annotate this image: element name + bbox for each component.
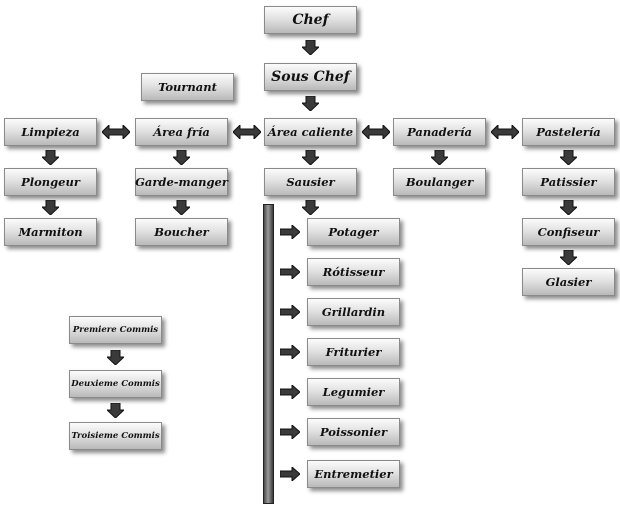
double-arrow-icon [102, 125, 130, 139]
arrow-right-icon [280, 425, 300, 439]
arrow-down-icon [107, 350, 124, 365]
arrow-right-icon [280, 385, 300, 399]
hierarchy-bar [263, 204, 274, 504]
node-tournant: Tournant [141, 73, 234, 101]
arrow-right-icon [280, 467, 300, 481]
double-arrow-icon [362, 125, 390, 139]
arrow-down-icon [173, 200, 190, 215]
node-garde-manger: Garde-manger [135, 168, 228, 196]
node-limpieza: Limpieza [4, 118, 97, 146]
double-arrow-icon [491, 125, 519, 139]
node-troisieme-commis: Troisieme Commis [69, 422, 162, 450]
node-friturier: Friturier [307, 338, 400, 366]
double-arrow-icon [233, 125, 261, 139]
node-premiere-commis: Premiere Commis [69, 316, 162, 344]
arrow-down-icon [302, 150, 319, 165]
arrow-right-icon [280, 345, 300, 359]
arrow-down-icon [302, 200, 319, 215]
arrow-right-icon [280, 265, 300, 279]
arrow-down-icon [560, 250, 577, 265]
arrow-right-icon [280, 225, 300, 239]
arrow-down-icon [560, 150, 577, 165]
arrow-down-icon [173, 150, 190, 165]
node-deuxieme-commis: Deuxieme Commis [69, 370, 162, 398]
arrow-down-icon [560, 200, 577, 215]
arrow-down-icon [302, 40, 319, 55]
node-marmiton: Marmiton [4, 218, 97, 246]
node-potager: Potager [307, 218, 400, 246]
node-area-fria: Área fría [135, 118, 228, 146]
arrow-down-icon [302, 96, 319, 111]
arrow-down-icon [431, 150, 448, 165]
node-glasier: Glasier [522, 268, 615, 296]
node-poissonier: Poissonier [307, 418, 400, 446]
node-legumier: Legumier [307, 378, 400, 406]
arrow-down-icon [42, 200, 59, 215]
node-pasteleria: Pastelería [522, 118, 615, 146]
node-entremetier: Entremetier [307, 460, 400, 488]
node-patissier: Patissier [522, 168, 615, 196]
node-sausier: Sausier [264, 168, 357, 196]
node-chef: Chef [264, 6, 357, 34]
arrow-right-icon [280, 305, 300, 319]
node-boucher: Boucher [135, 218, 228, 246]
node-plongeur: Plongeur [4, 168, 97, 196]
node-grillardin: Grillardin [307, 298, 400, 326]
node-area-caliente: Área caliente [264, 118, 357, 146]
arrow-down-icon [107, 403, 124, 418]
node-boulanger: Boulanger [393, 168, 486, 196]
node-rotisseur: Rótisseur [307, 258, 400, 286]
node-sous-chef: Sous Chef [264, 63, 357, 91]
arrow-down-icon [42, 150, 59, 165]
node-confiseur: Confiseur [522, 218, 615, 246]
node-panaderia: Panadería [393, 118, 486, 146]
